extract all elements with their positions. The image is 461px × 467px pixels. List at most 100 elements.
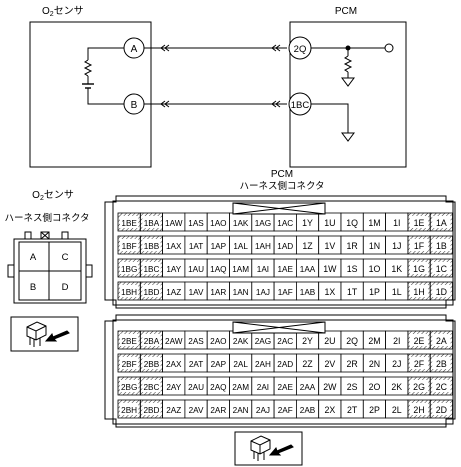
terminal-label-bg [432, 334, 451, 346]
wire-b-1bc [144, 100, 287, 108]
o2-connector-pin-b: B [30, 282, 36, 293]
terminal-label: 1BG [121, 265, 137, 274]
terminal-label: 2T [347, 405, 358, 415]
terminal-label: 1AM [232, 265, 249, 274]
terminal-label: 1AV [189, 288, 204, 297]
terminal-label: 2Z [302, 359, 313, 369]
terminal-label: 1BB [144, 242, 160, 251]
terminal-label-bg [142, 216, 161, 228]
terminal-label: 2S [347, 382, 358, 392]
terminal-label: 2Q [346, 336, 358, 346]
terminal-label: 1B [436, 241, 447, 251]
terminal-label: 2BH [121, 406, 137, 415]
terminal-label-bg [432, 357, 451, 369]
terminal-label-bg [142, 357, 161, 369]
terminal-label-bg [409, 334, 429, 346]
o2-connector-pin-a: A [30, 252, 37, 263]
terminal-label: 1BF [122, 242, 137, 251]
terminal-label: 1AY [166, 265, 181, 274]
terminal-label: 2G [413, 382, 425, 392]
terminal-label-bg [120, 403, 139, 415]
terminal-label-bg [142, 262, 161, 274]
terminal-label: 2BF [122, 360, 137, 369]
terminal-label: 1AN [233, 288, 249, 297]
terminal-label: 2BD [143, 406, 159, 415]
terminal-label: 1AW [165, 219, 183, 228]
terminal-label: 2BG [121, 383, 137, 392]
terminal-label: 1AB [300, 288, 316, 297]
terminal-label: 1AU [188, 265, 204, 274]
terminal-label: 1L [392, 287, 402, 297]
terminal-label-bg [432, 380, 451, 392]
terminal-label: 2AM [232, 383, 249, 392]
terminal-label: 2I [393, 336, 400, 346]
terminal-label: 2D [436, 405, 447, 415]
terminal-label-bg [409, 239, 429, 251]
terminal-label-bg [120, 262, 139, 274]
terminal-label-bg [120, 239, 139, 251]
terminal-label: 2A [436, 336, 447, 346]
terminal-label: 2AR [210, 406, 226, 415]
terminal-label: 1AX [166, 242, 182, 251]
terminal-label: 2AF [278, 406, 293, 415]
terminal-label: 1O [369, 264, 381, 274]
terminal-label: 2AX [166, 360, 182, 369]
terminal-label: 1F [414, 241, 425, 251]
terminal-label: 1AT [189, 242, 203, 251]
terminal-label: 2AV [189, 406, 204, 415]
pcm-connector-title: PCM [271, 169, 293, 180]
connector-view-icon [10, 316, 79, 352]
o2-connector-subtitle: ハーネス側コネクタ [4, 212, 89, 224]
terminal-label: 2W [323, 382, 337, 392]
terminal-label: 1N [369, 241, 380, 251]
terminal-label: 1Y [302, 218, 313, 228]
terminal-label: 2AG [255, 337, 271, 346]
terminal-label: 2BB [144, 360, 160, 369]
terminal-label-bg [432, 403, 451, 415]
terminal-label: 2M [368, 336, 380, 346]
terminal-label: 2BC [143, 383, 159, 392]
terminal-label-bg [142, 334, 161, 346]
terminal-label: 1H [413, 287, 424, 297]
terminal-label: 1X [324, 287, 335, 297]
pcm-box [289, 21, 407, 168]
terminal-label: 1C [436, 264, 448, 274]
sensor-internal-circuit [82, 47, 124, 105]
terminal-label: 2AU [188, 383, 204, 392]
terminal-label-bg [120, 216, 139, 228]
terminal-label: 1AL [233, 242, 248, 251]
connector-view-icon-bottom [234, 431, 303, 466]
terminal-label: 2AY [166, 383, 181, 392]
terminal-label: 2AL [233, 360, 248, 369]
terminal-label: 1E [414, 218, 425, 228]
terminal-label: 2L [392, 405, 402, 415]
terminal-label: 1AZ [166, 288, 181, 297]
terminal-label: 1AO [210, 219, 226, 228]
terminal-label: 1K [391, 264, 402, 274]
terminal-label: 2AH [255, 360, 271, 369]
terminal-label: 2BA [144, 337, 160, 346]
terminal-label: 2AC [277, 337, 293, 346]
terminal-label: 1AD [277, 242, 293, 251]
terminal-label: 2AB [300, 406, 316, 415]
terminal-label: 1Q [346, 218, 358, 228]
terminal-label-bg [120, 357, 139, 369]
terminal-label: 1AA [300, 265, 316, 274]
terminal-label: 2V [324, 359, 335, 369]
sensor-title: O2センサ [42, 5, 84, 18]
terminal-label: 1P [369, 287, 380, 297]
terminal-label: 2AD [277, 360, 293, 369]
terminal-label: 2AS [188, 337, 204, 346]
terminal-label-bg [409, 285, 429, 297]
terminal-label: 1AJ [256, 288, 270, 297]
terminal-label: 2E [414, 336, 425, 346]
terminal-label: 1U [324, 218, 335, 228]
terminal-label-bg [409, 262, 429, 274]
o2-connector-pin-c: C [62, 252, 69, 263]
terminal-label: 2AE [278, 383, 294, 392]
terminal-label-bg [432, 285, 451, 297]
terminal-label: 2AT [189, 360, 203, 369]
terminal-label: 1AK [233, 219, 249, 228]
